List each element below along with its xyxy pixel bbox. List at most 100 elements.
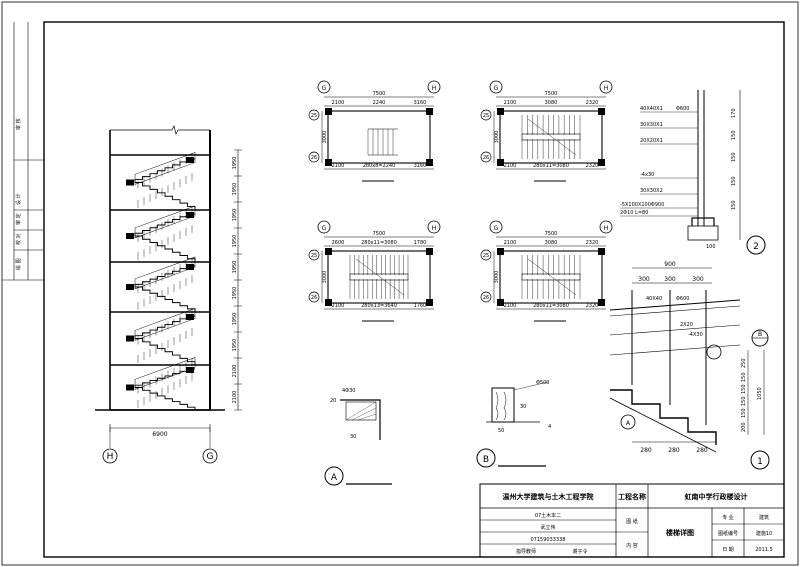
d1-bottom-1: 280 [668, 447, 680, 454]
plan-side-dim: 3000 [494, 271, 500, 284]
student-id: 07159033338 [531, 537, 566, 543]
section-width-dim: 6900 [152, 431, 167, 438]
plan-axis-bubble-right [427, 220, 441, 234]
advisor-name: 谢子令 [572, 548, 587, 555]
plan-row-axis-bubble [308, 109, 320, 121]
plan-axis-right: H [432, 85, 437, 92]
plan-bottom-seg-2: 2320 [586, 163, 599, 169]
flight-pair-4 [126, 357, 196, 410]
plan-bottom-seg-1: 280x11=3080 [533, 163, 569, 169]
number-value: 建施10 [756, 530, 772, 537]
detail-2-tag: 2 [753, 242, 759, 252]
d1-bottom-0: 280 [640, 447, 652, 454]
section-dim-5: 1950 [232, 287, 238, 300]
strip-label-3: 审 定 [15, 213, 22, 225]
flight-pair-0 [126, 152, 196, 210]
da-dim-0: 4Φ30 [342, 388, 355, 394]
detail-a-tag: A [331, 473, 338, 483]
plan-row-axis-bubble [308, 151, 320, 163]
axis-h-label: H [107, 452, 114, 462]
plan-bottom-seg-0: 2100 [332, 303, 345, 309]
d2-label-5: 30X30X2 [640, 188, 663, 194]
plan-side-dim: 3000 [322, 131, 328, 144]
number-label: 图纸编号 [718, 530, 738, 537]
plan-bottom-seg-0: 2100 [504, 163, 517, 169]
plan-bottom-seg-0: 2100 [332, 163, 345, 169]
plan-axis-right: H [432, 225, 437, 232]
plan-bottom-seg-1: 280x8=2240 [363, 163, 396, 169]
section-dim-2: 1950 [232, 209, 238, 222]
d1-side-2: 150 [741, 384, 747, 394]
plan-side-dim: 3000 [494, 131, 500, 144]
major-value: 建筑 [759, 514, 769, 521]
d1-side-5: 200 [741, 422, 747, 432]
d2-dim-0: 170 [731, 108, 737, 118]
plan-top-seg-1: 3080 [545, 100, 558, 106]
plan-axis-left: G [494, 85, 499, 92]
title-block: 温州大学建筑与土木工程学院 工程名称 虹南中学行政楼设计 07土木本二 武立伟 … [479, 483, 785, 558]
d2-dim-1: 150 [731, 130, 737, 140]
plan-bottom-seg-0: 2100 [504, 303, 517, 309]
major-label: 专 业 [722, 514, 734, 521]
plan-row-axis-1: 26 [311, 155, 317, 161]
d2-dim-3: 150 [731, 176, 737, 186]
plan-row-axis-bubble [308, 249, 320, 261]
d1-top-0: 900 [664, 261, 676, 268]
db-dim-3: 4 [548, 424, 551, 430]
inner-frame [43, 21, 785, 558]
plan-row-axis-bubble [480, 109, 492, 121]
d2-label-6: -5X100X100Φ900 [620, 202, 664, 208]
detail-1-tag-circle [750, 450, 770, 470]
plan-top-seg-1: 2240 [373, 100, 386, 106]
plan-row-axis-1: 26 [483, 155, 489, 161]
d2-label-0: 40X40X1 [640, 106, 663, 112]
callout-a-circle [620, 414, 636, 430]
plan-axis-right: H [604, 225, 609, 232]
date-value: 2011.5 [755, 547, 773, 553]
strip-label-2: 设 计 [15, 193, 22, 205]
strip-label-5: 绘 图 [15, 258, 22, 270]
d1-side-0: 250 [741, 358, 747, 368]
d1-top-2: 300 [664, 276, 676, 283]
callout-a: A [626, 420, 631, 427]
d1-side-3: 150 [741, 396, 747, 406]
date-label: 日 期 [722, 547, 734, 553]
d2-label-1: Φ600 [676, 106, 689, 112]
d1-label-2: 2X20 [680, 322, 693, 328]
plan-row-axis-1: 26 [483, 295, 489, 301]
d1-top-3: 300 [692, 276, 704, 283]
plan-top-seg-2: 2320 [586, 100, 599, 106]
project-name: 虹南中学行政楼设计 [685, 492, 748, 501]
detail-1: 900 300 300 300 40X40 Φ600 2X20 -4X30 B … [609, 261, 770, 470]
plan-axis-bubble-left [317, 80, 331, 94]
plan-axis-bubble-left [317, 220, 331, 234]
plan-top-seg-1: 280x11=3080 [361, 240, 397, 246]
db-dim-2: 50 [498, 428, 504, 434]
da-dim-2: 20 [330, 398, 336, 404]
plan-top-seg-2: 2320 [586, 240, 599, 246]
left-strip: 审 核 设 计 审 定 校 对 绘 图 [2, 22, 44, 281]
da-dim-1: 30 [350, 434, 356, 440]
advisor-label: 指导教师 [516, 548, 536, 555]
plan-top-seg-2: 3160 [414, 100, 427, 106]
d2-label-7: 2Φ10 L=80 [620, 210, 648, 216]
plan-top-seg-2: 1780 [414, 240, 427, 246]
flight-pair-3 [126, 308, 196, 365]
section-dim-7: 1950 [232, 339, 238, 352]
d2-label-4: -4x30 [640, 172, 654, 178]
plan-row-axis-0: 25 [311, 113, 317, 119]
plan-top-seg-1: 3080 [545, 240, 558, 246]
axis-bubble-h [102, 448, 118, 464]
section-dim-4: 1950 [232, 261, 238, 274]
plan-row-axis-0: 25 [483, 253, 489, 259]
d2-dim-4: 150 [731, 200, 737, 210]
plan-axis-bubble-right [599, 220, 613, 234]
plan-top-total: 7500 [373, 91, 386, 97]
detail-2: 40X40X1 Φ600 30X30X1 20X20X1 -4x30 30X30… [620, 90, 766, 255]
section-dim-3: 1950 [232, 235, 238, 248]
